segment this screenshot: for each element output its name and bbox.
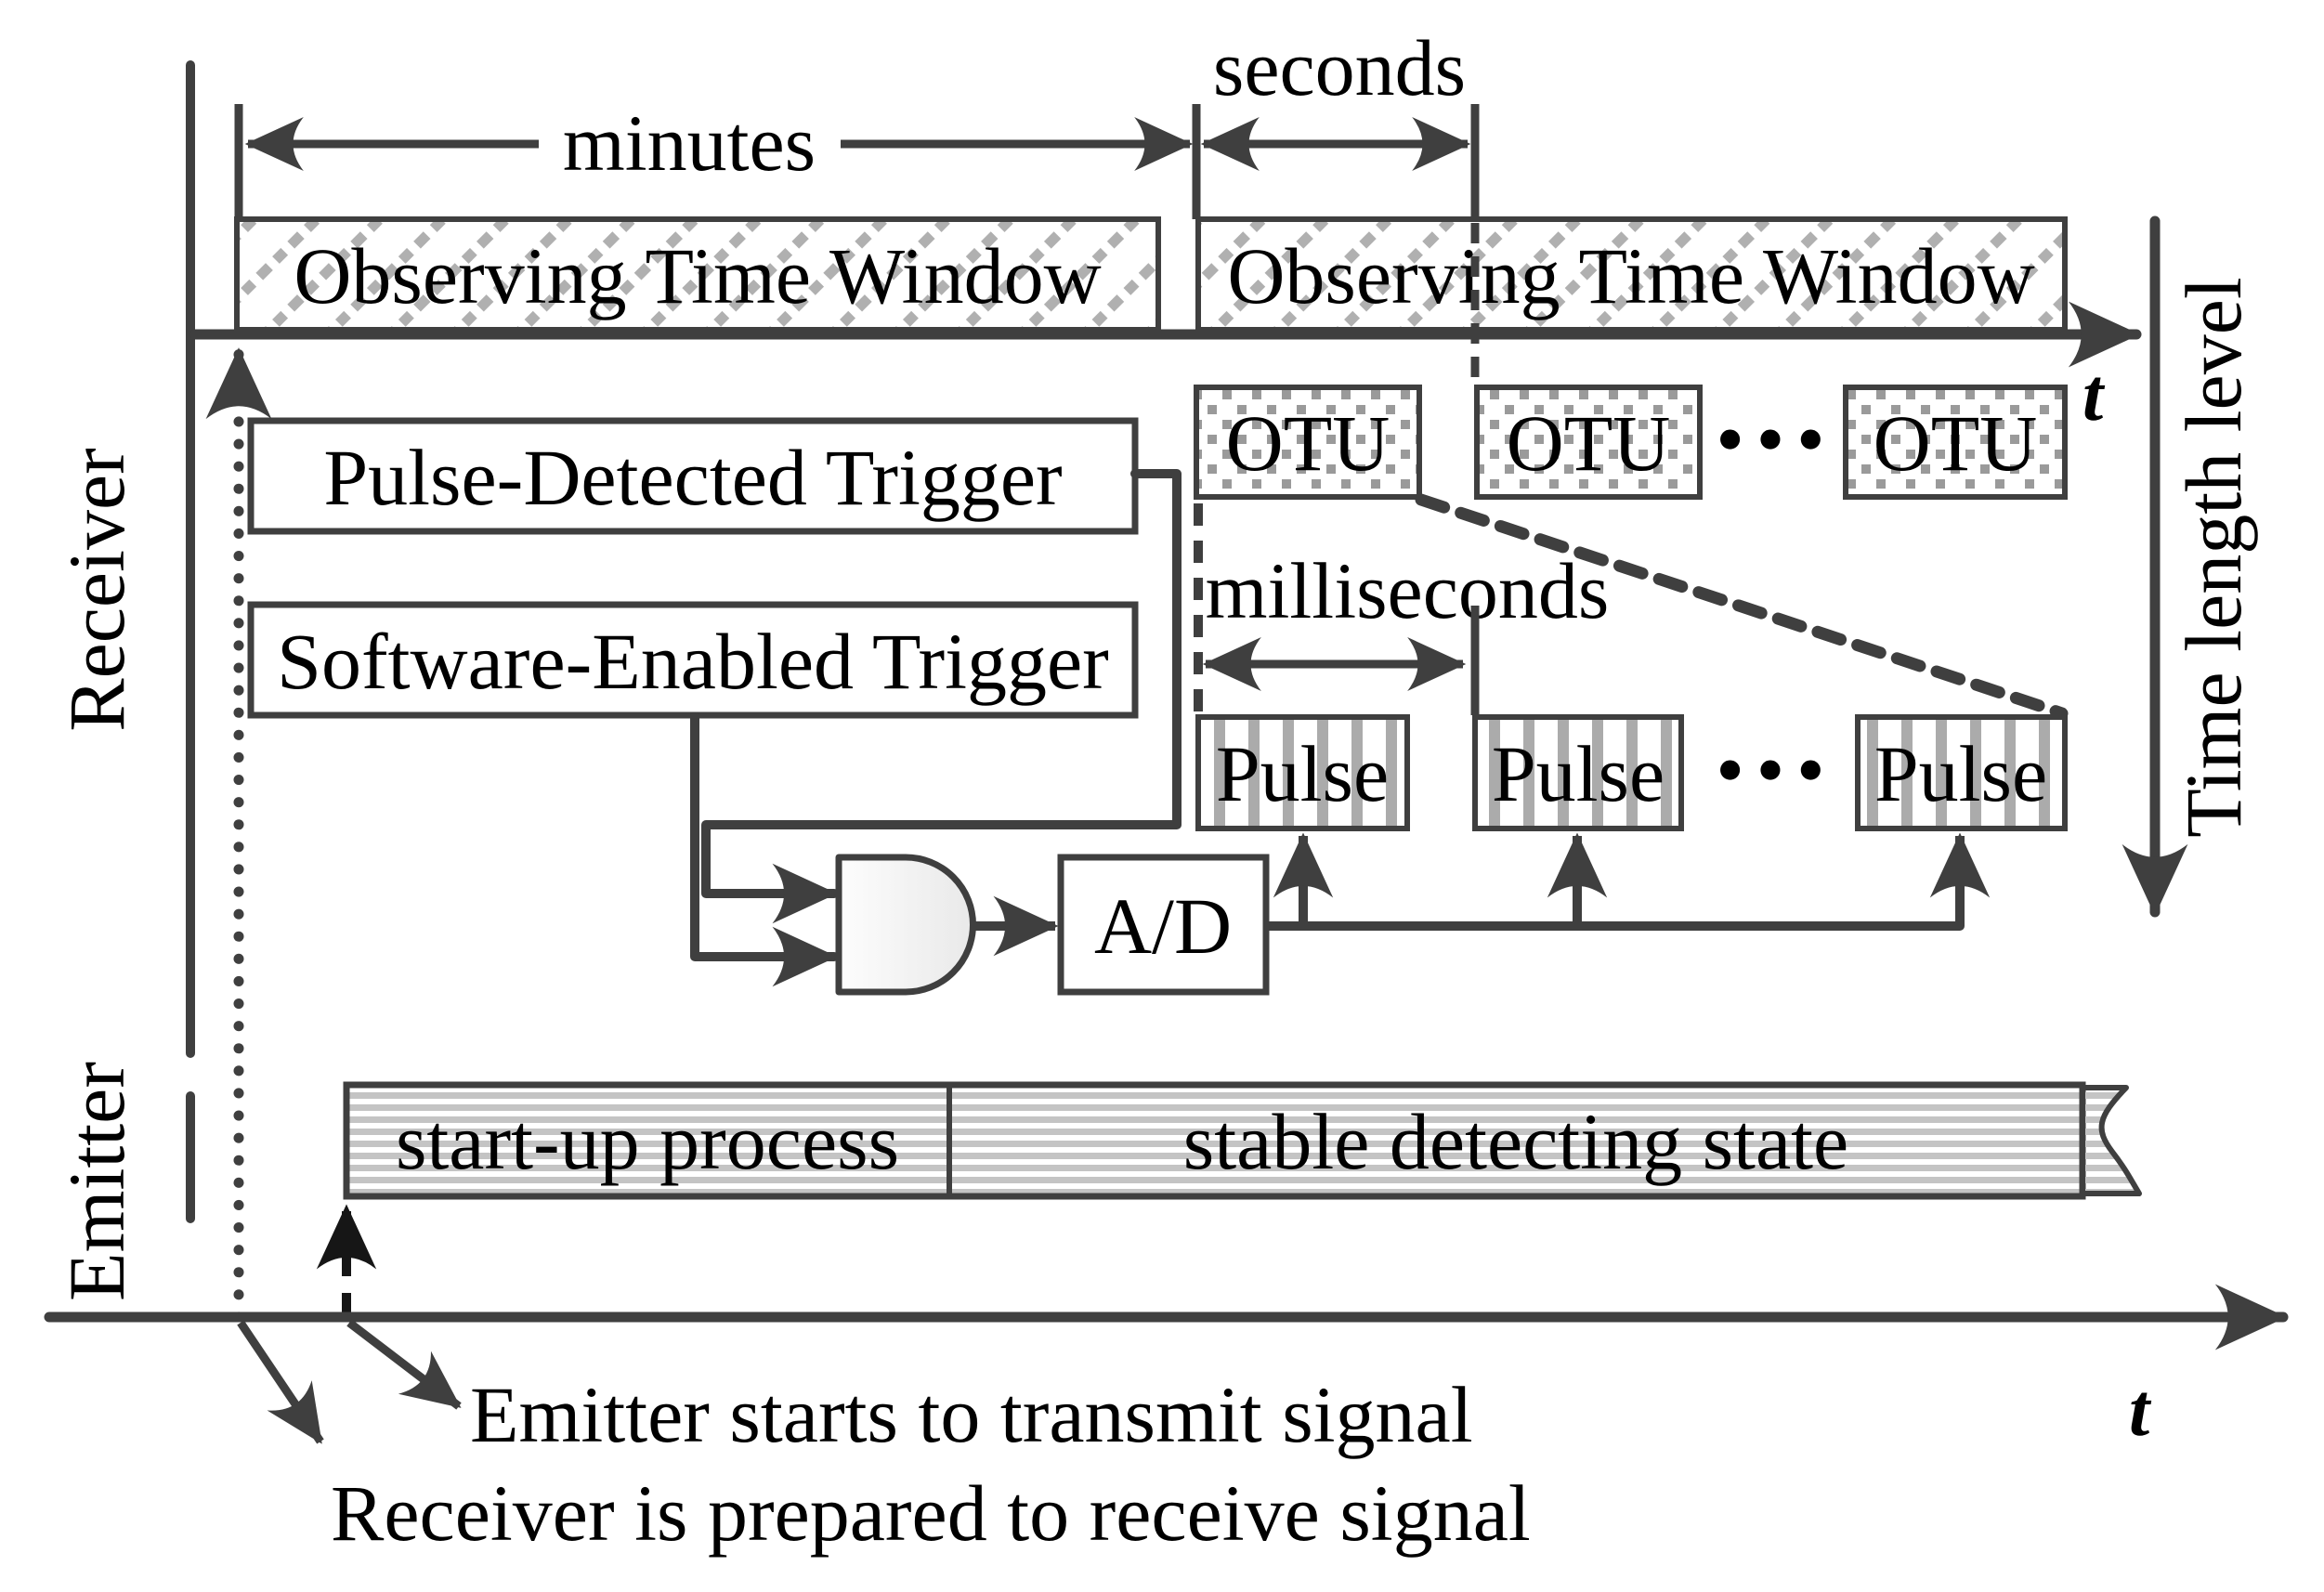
software-enabled-trigger-connector xyxy=(690,712,839,987)
emitter-time-axis-t-label: t xyxy=(2129,1370,2152,1452)
pulse-detected-trigger-label: Pulse-Detected Trigger xyxy=(323,433,1062,522)
adc-label: A/D xyxy=(1094,881,1232,971)
pulse-1-label: Pulse xyxy=(1216,729,1389,818)
emitter-start-callout-arrow xyxy=(346,1319,462,1410)
emitter-bar-torn-end xyxy=(2080,1085,2142,1196)
otu-1-label: OTU xyxy=(1226,398,1390,488)
receiver-time-axis-t-label: t xyxy=(2082,355,2106,437)
otu-3-label: OTU xyxy=(1874,398,2038,488)
milliseconds-label: milliseconds xyxy=(1206,546,1610,635)
pulse-detected-trigger-box: Pulse-Detected Trigger xyxy=(247,417,1139,535)
otu-2-label: OTU xyxy=(1507,398,1671,488)
stable-detecting-label: stable detecting state xyxy=(1183,1097,1848,1186)
minutes-interval: minutes xyxy=(244,98,1194,188)
otu-ellipsis: ··· xyxy=(1710,372,1831,506)
otu-row: OTU OTU ··· OTU xyxy=(1194,372,2068,506)
pulse-detected-trigger-connector xyxy=(701,469,1182,924)
receiver-ready-callout-text: Receiver is prepared to receive signal xyxy=(331,1468,1531,1558)
software-enabled-trigger-label: Software-Enabled Trigger xyxy=(277,617,1109,706)
seconds-label: seconds xyxy=(1213,23,1466,112)
startup-process-label: start-up process xyxy=(396,1097,899,1186)
observing-window-1: Observing Time Window xyxy=(234,216,1161,333)
otu-expand-diagonal-dashed-line xyxy=(1415,493,2069,720)
time-length-level-label: Time length level xyxy=(2169,277,2258,838)
emitter-lane-label: Emitter xyxy=(52,1062,141,1301)
seconds-interval: seconds xyxy=(1200,23,1471,171)
pulse-3-label: Pulse xyxy=(1874,729,2047,818)
pulse-row: Pulse Pulse ··· Pulse xyxy=(1195,703,2068,837)
software-enabled-trigger-box: Software-Enabled Trigger xyxy=(247,601,1139,719)
observing-window-2: Observing Time Window xyxy=(1195,216,2068,333)
minutes-label: minutes xyxy=(563,98,816,188)
emitter-start-callout-text: Emitter starts to transmit signal xyxy=(470,1370,1473,1459)
and-gate xyxy=(835,854,976,996)
pulse-2-label: Pulse xyxy=(1492,729,1665,818)
observing-window-2-label: Observing Time Window xyxy=(1227,231,2034,320)
receiver-ready-callout-arrow xyxy=(237,1320,324,1444)
observing-window-1-label: Observing Time Window xyxy=(294,231,1101,320)
adc-box: A/D xyxy=(1057,854,1270,996)
adc-output-bus xyxy=(1266,832,1991,931)
emitter-bar: start-up process stable detecting state xyxy=(343,1081,2142,1200)
receiver-lane-label: Receiver xyxy=(52,448,141,732)
pulse-ellipsis: ··· xyxy=(1710,703,1831,837)
milliseconds-interval: milliseconds xyxy=(1202,546,1610,715)
